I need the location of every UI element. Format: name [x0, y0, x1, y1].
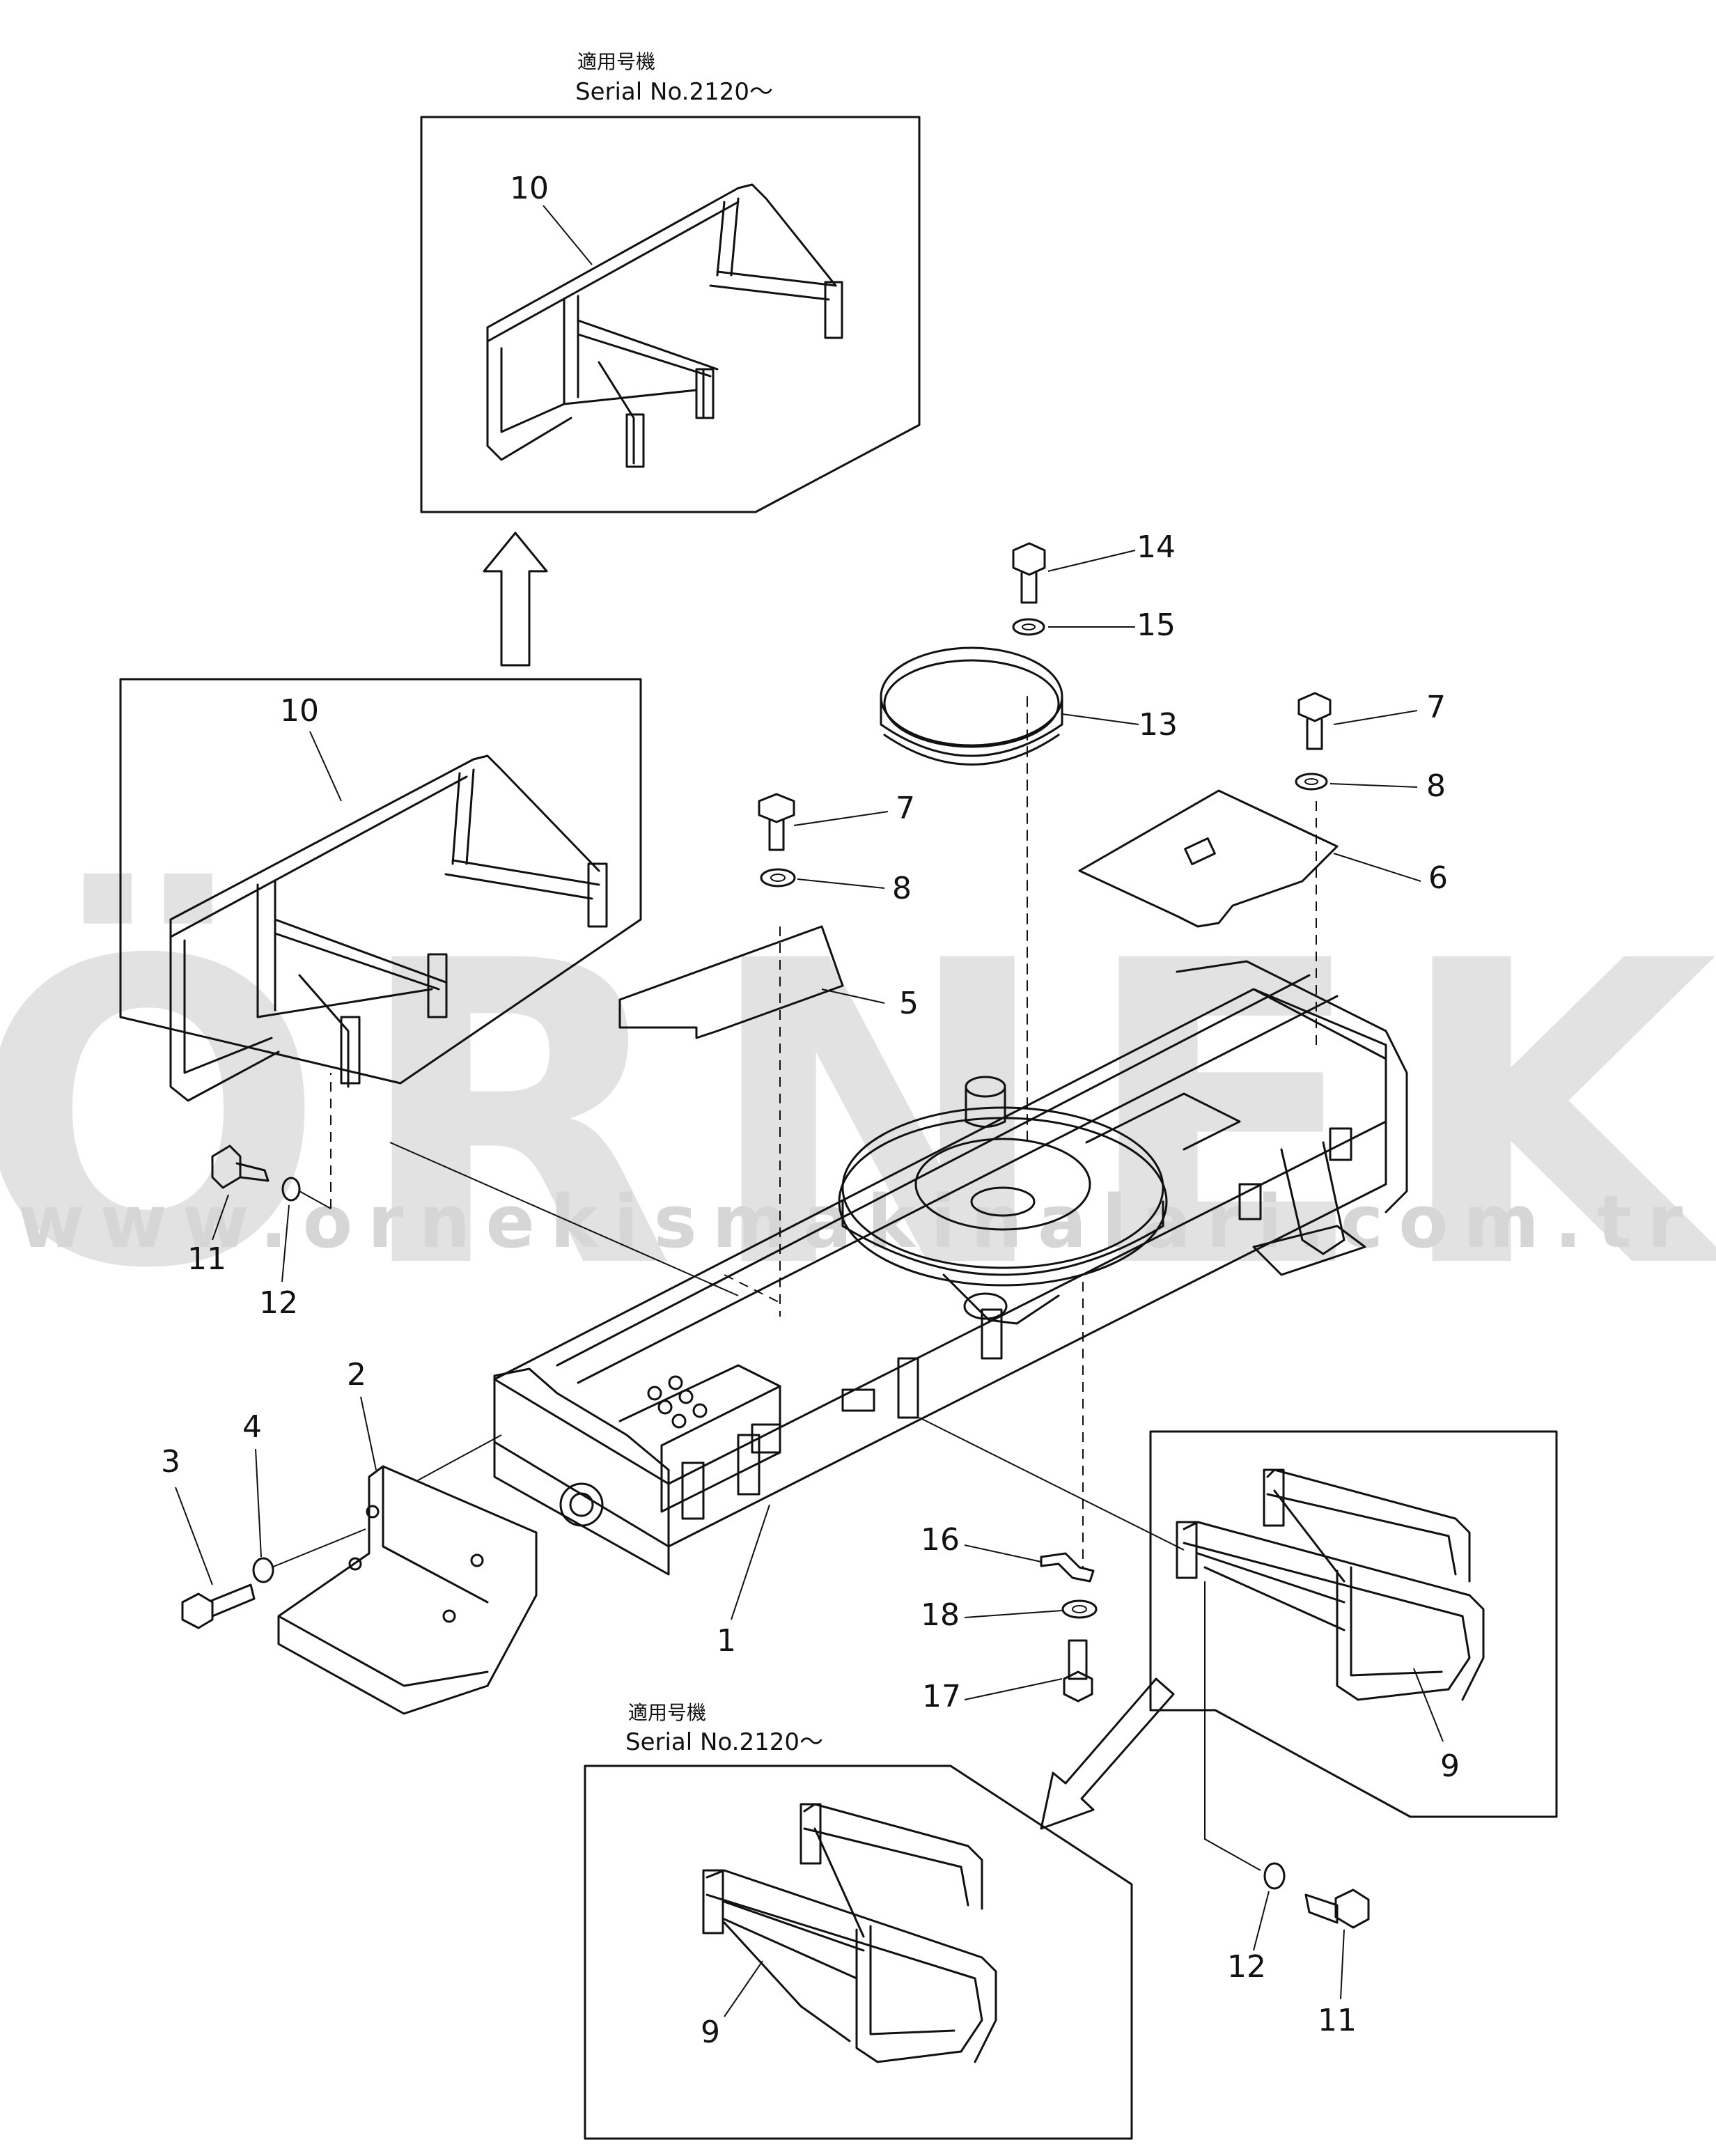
callout-18: 18	[921, 1597, 960, 1633]
cover-plate-part-5	[618, 925, 844, 1317]
top-inset-caption-serial: Serial No.2120～	[575, 78, 773, 106]
main-frame-part-1	[493, 960, 1408, 1576]
up-arrow	[483, 532, 548, 667]
cover-plate-part-6	[1078, 789, 1339, 1048]
top-inset: 適用号機 Serial No.2120～ 10	[420, 50, 921, 513]
guard-part-9-bottom	[702, 1803, 997, 2063]
callout-5: 5	[899, 986, 919, 1021]
callout-7-middle: 7	[896, 791, 915, 826]
top-inset-caption-jp: 適用号機	[577, 50, 655, 73]
callout-9-right: 9	[1440, 1748, 1460, 1784]
washer-4	[252, 1557, 274, 1583]
bottom-inset-caption-serial: Serial No.2120～	[625, 1728, 823, 1756]
guard-part-10-left	[169, 754, 608, 1102]
front-cover-part-2	[277, 1465, 538, 1715]
washer-12-right	[1263, 1862, 1286, 1890]
bolt-7-middle	[758, 793, 795, 851]
bottom-inset: 適用号機 Serial No.2120～ 9	[584, 1701, 1133, 2140]
left-inset: 10	[119, 678, 642, 1102]
callout-12-right: 12	[1227, 1949, 1266, 1985]
guard-part-9-right	[1176, 1468, 1485, 1701]
right-inset: 9	[919, 1417, 1558, 1818]
callout-10-top: 10	[510, 171, 549, 206]
leader-inset-to-frame	[389, 1142, 739, 1296]
callout-12-left: 12	[259, 1285, 298, 1321]
callout-8-right: 8	[1426, 768, 1446, 804]
bolt-11-left	[211, 1145, 270, 1189]
clamp-16	[1040, 1552, 1095, 1583]
callout-9-bottom: 9	[701, 2015, 720, 2050]
callout-11-right: 11	[1318, 2003, 1357, 2038]
washer-12-left	[281, 1177, 301, 1202]
bottom-inset-frame	[584, 1765, 1133, 2140]
watermark-brand: ÖRNEK	[0, 869, 1716, 1360]
washer-8-middle	[760, 868, 796, 887]
leader-dash	[724, 1274, 781, 1303]
bolt-11-right	[1304, 1889, 1370, 1929]
callout-15: 15	[1137, 607, 1176, 643]
diagonal-arrow	[1040, 1677, 1175, 1830]
callout-1: 1	[717, 1623, 736, 1659]
bolt-3	[181, 1583, 256, 1629]
left-inset-frame	[119, 678, 642, 1085]
top-inset-frame	[420, 116, 921, 513]
bearing-ring-part-13	[880, 646, 1063, 1143]
callout-11-left: 11	[187, 1241, 226, 1277]
bolt-7-right	[1297, 692, 1332, 750]
bottom-inset-caption-jp: 適用号機	[628, 1701, 706, 1724]
leader-front-cover	[417, 1434, 502, 1481]
callout-14: 14	[1137, 529, 1176, 565]
leader-line-right	[1204, 1581, 1261, 1871]
right-inset-frame	[1149, 1430, 1558, 1818]
callout-10-left: 10	[280, 693, 319, 729]
callout-17: 17	[922, 1679, 961, 1714]
guard-part-10-top	[486, 183, 843, 468]
washer-8-right	[1295, 773, 1328, 791]
callout-13: 13	[1139, 707, 1178, 743]
callout-7-right: 7	[1426, 690, 1446, 725]
callout-4: 4	[242, 1409, 262, 1445]
callout-8-middle: 8	[892, 871, 912, 906]
callout-6: 6	[1428, 860, 1448, 896]
bolt-17	[1063, 1639, 1093, 1703]
washer-18	[1061, 1599, 1098, 1619]
callout-16: 16	[921, 1522, 960, 1558]
bolt-14	[1012, 542, 1046, 604]
washer-15	[1012, 618, 1045, 636]
callout-3: 3	[161, 1444, 180, 1480]
callout-2: 2	[347, 1357, 366, 1393]
